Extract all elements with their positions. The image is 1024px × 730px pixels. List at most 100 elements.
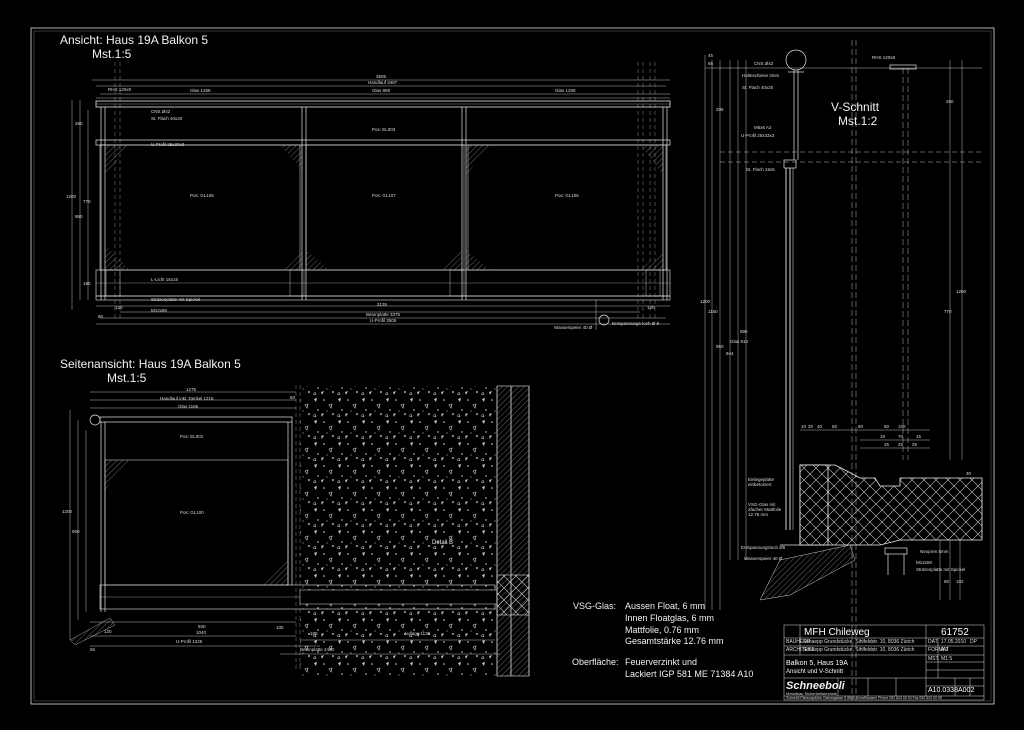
wall-section [496, 385, 530, 677]
front-stuetzenplatte: Stützenplatte mit Spickel [151, 297, 201, 302]
front-glas-left: Glas 1258 [190, 88, 211, 93]
side-dim-1200: 1200 [62, 509, 73, 514]
front-dim-60: 60 [98, 314, 104, 319]
side-view-scale: Mst.1:5 [107, 371, 147, 385]
front-entspannung: Entspannungs-loch Ø 8 [612, 321, 660, 326]
section-vdim-14: 102 [956, 579, 964, 584]
section-stuetzenplatte: Stützenplatte mit Spickel [916, 567, 966, 572]
front-glas-mid: Glas 869 [372, 88, 391, 93]
front-betonplatte: Betonplatte 3375 [366, 312, 401, 317]
front-view [71, 62, 671, 330]
section-uprofil: U-Profil 25x33x3 [741, 133, 775, 138]
spec-glass-label: VSG-Glas: [573, 601, 617, 611]
tb-scale: M1:5 [941, 656, 953, 662]
section-vdim-12: 30 [966, 471, 972, 476]
section-dim-3: 50 [832, 424, 838, 429]
side-dim-1275: 1275 [186, 387, 197, 392]
spec-surface-label: Oberfläche: [572, 657, 619, 667]
tb-job-no: 61752 [941, 627, 969, 638]
side-pos-top: Pos: EL001 [180, 434, 204, 439]
side-glas: Glas 1186 [178, 404, 199, 409]
tb-scale-label: MST. [928, 656, 940, 662]
tb-object: Balkon 5, Haus 19A [786, 660, 848, 667]
side-handlauf: Handlauf inkl. Deckel 1216 [160, 396, 214, 401]
front-wasserspeier: Wasserspeier 40 Ø [554, 325, 593, 330]
side-pos-mid: Pos: GL100 [180, 510, 204, 515]
side-auflage: Auflage 1130 [404, 631, 431, 636]
sheet-border [30, 27, 995, 705]
spec-surface-line-1: Feuerverzinkt und [625, 657, 698, 667]
tb-architekt: Schaepp Grundstücke, Sihlfeldstr. 10, 80… [803, 647, 915, 653]
tb-footer: Schnebli Planungsbüro Gahrargasse 8 8500… [786, 696, 942, 700]
front-vdim-770: 770 [83, 199, 91, 204]
section-dim-11: 25 [898, 442, 904, 447]
section-vdim-11: 45 [708, 53, 714, 58]
tb-plan-ver: A002 [958, 687, 975, 694]
section-vdim-13: 80 [944, 579, 950, 584]
section-dim-10: 25 [884, 442, 890, 447]
section-view [704, 40, 983, 700]
section-wasserspeier: Wasserspeier 40 Ø [744, 556, 783, 561]
section-dim-4: 60 [858, 424, 864, 429]
section-stflach: St. Flach 40x20 [742, 85, 774, 90]
section-cns: CNS Ø42 [754, 61, 774, 66]
section-vdim-8: 260 [946, 99, 954, 104]
section-dim-12: 25 [912, 442, 918, 447]
section-vdim-9: 205 [716, 107, 724, 112]
section-neopren: Neopren 5mm [920, 549, 949, 554]
section-dim-6: 100 [898, 424, 906, 429]
tb-format: A 3 [941, 647, 949, 653]
front-m12: M12x50 [151, 308, 168, 313]
side-dim-180: 180 [310, 631, 318, 636]
side-dim-120: 120 [104, 629, 112, 634]
concrete-slab-lower [299, 589, 498, 605]
front-st-flach: St. Flach 40x20 [151, 116, 183, 121]
section-vdim-3: 944 [726, 351, 734, 356]
spec-glass-line-2: Innen Floatglas, 6 mm [625, 613, 715, 623]
side-dim-1040: 1040 [196, 630, 207, 635]
section-vdim-0: 1200 [700, 299, 711, 304]
section-vdim-10: 65 [708, 61, 714, 66]
front-u-profil: U-Profil 3505 [370, 318, 397, 323]
front-vdim-1200: 1200 [66, 194, 77, 199]
section-view-scale: Mst.1:2 [838, 114, 878, 128]
section-halteschiene: Halteschiene 3mm [742, 73, 780, 78]
side-u-profil: U-Profil 1225 [176, 639, 203, 644]
front-view-title: Ansicht: Haus 19A Balkon 5 [60, 33, 209, 47]
side-dim-65: 65 [90, 647, 96, 652]
side-dim-100: 100 [276, 625, 284, 630]
front-vdim-950: 950 [75, 214, 83, 219]
tb-bauherr-label: BAUHERR [786, 639, 811, 645]
front-u-profil-small: U-Profil 25x30x3 [151, 142, 185, 147]
section-vdim-4: Glas 910 [730, 339, 749, 344]
side-view [69, 385, 500, 670]
spec-glass-line-3: Mattfolie, 0.76 mm [625, 625, 700, 635]
section-dim-1: 20 [808, 424, 814, 429]
front-glas-right: Glas 1258 [555, 88, 576, 93]
front-dim-120a: 120 [115, 305, 123, 310]
concrete-slab [300, 386, 497, 676]
front-pos-a: Pos: GL105 [190, 193, 214, 198]
section-dim-7: 15 [880, 434, 886, 439]
front-vdim-260: 260 [75, 121, 83, 126]
tb-company-logo: Schneeboli [786, 680, 845, 692]
front-handlauf: Handlauf 3487 [368, 80, 398, 85]
section-einlegeplatte: Einlegeplatte einbetoniert [748, 477, 775, 487]
front-lucht: L-Licht 15x15 [151, 277, 179, 282]
section-m12: M12x50 [916, 560, 933, 565]
tb-format-label: FORMAT [928, 647, 949, 653]
section-vdim-7: 1200 [956, 289, 967, 294]
tb-subject: Ansicht und V-Schnitt [786, 669, 844, 675]
front-dim-3135: 3135 [377, 302, 388, 307]
front-vdim-180: 180 [83, 281, 91, 286]
section-view-title: V-Schnitt [831, 100, 880, 114]
section-dim-0: 10 [801, 424, 807, 429]
front-pos-b: Pos: GL107 [372, 193, 396, 198]
section-entspannung: Entspannungsloch Ø6 [741, 545, 786, 550]
spec-surface-line-2: Lackiert IGP 581 ME 71384 A10 [625, 669, 754, 679]
tb-architekt-label: ARCHITEKT [786, 647, 815, 653]
section-vdim-1: 1150 [708, 309, 718, 314]
tb-project: MFH Chileweg [804, 627, 870, 638]
side-betonplatte: Betonplatte 2460 [300, 647, 335, 652]
